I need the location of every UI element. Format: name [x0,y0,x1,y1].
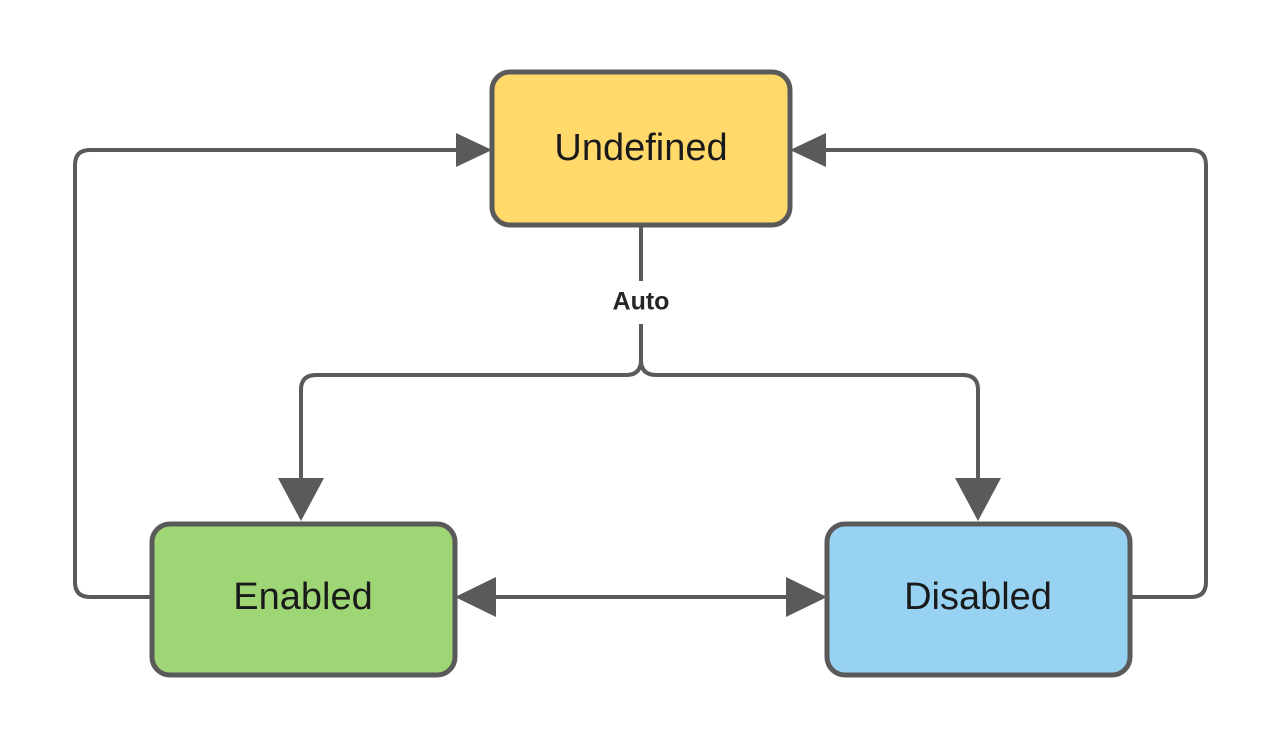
edge-enabled-to-undefined[interactable] [73,133,492,599]
arrow-head-into-enabled-top [278,478,324,521]
node-undefined-label: Undefined [554,127,727,169]
node-disabled-label: Disabled [904,576,1052,618]
arrow-head-into-undefined-right [790,133,826,167]
arrow-head-into-enabled-right [455,577,496,617]
edge-auto-fork-left-branch [299,359,643,478]
edge-label-auto: Auto [613,288,670,316]
arrow-head-into-undefined-left [456,133,492,167]
edge-enabled-to-undefined-line [73,148,470,599]
edge-auto-fork-right-branch [639,359,980,478]
node-disabled[interactable]: Disabled [824,521,1133,678]
node-disabled-shape [824,521,1133,678]
node-enabled[interactable]: Enabled [149,521,458,678]
node-enabled-shape [149,521,458,678]
edge-group [73,133,1208,617]
node-group: Undefined Enabled Disabled [149,69,1133,678]
node-undefined[interactable]: Undefined [489,69,793,228]
edge-disabled-to-undefined-line [812,148,1208,599]
arrow-head-into-disabled-left [786,577,827,617]
node-enabled-label: Enabled [233,576,372,618]
edge-disabled-to-undefined[interactable] [790,133,1208,599]
edge-enabled-disabled-bidirectional[interactable] [455,577,827,617]
node-undefined-shape [489,69,793,228]
edge-label-group: Auto [613,288,670,316]
arrow-head-into-disabled-top [955,478,1001,521]
edge-undefined-auto-fork[interactable] [278,225,1001,521]
